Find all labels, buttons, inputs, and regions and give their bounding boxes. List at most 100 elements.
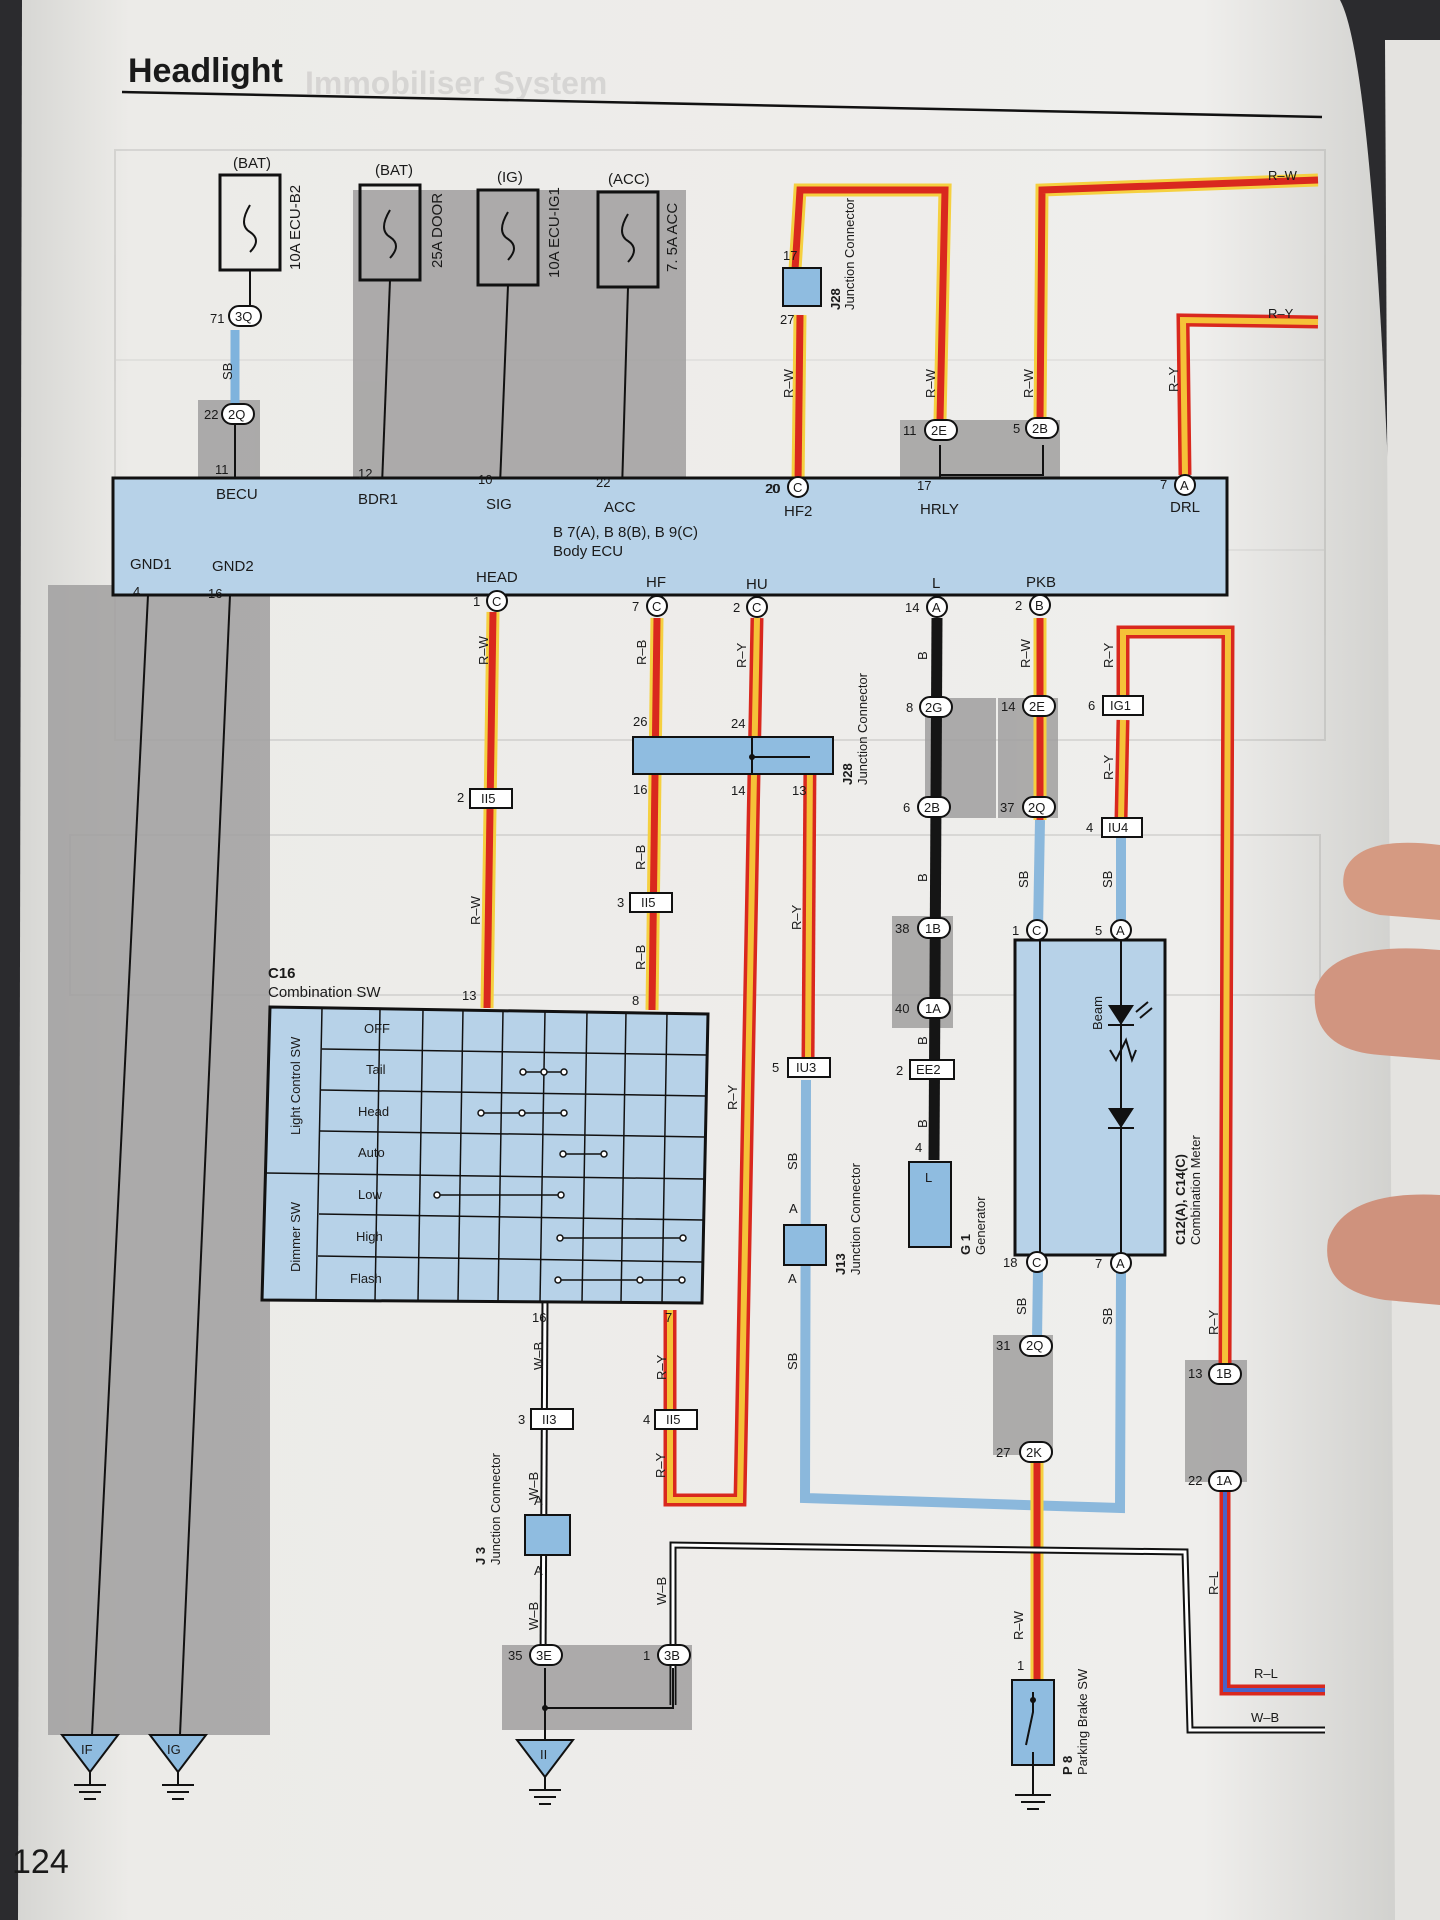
svg-text:C: C [1032,1255,1041,1270]
svg-text:Junction Connector: Junction Connector [842,197,857,310]
wire-tag-rw-top: R–W [1268,168,1298,183]
svg-text:Light Control SW: Light Control SW [288,1036,303,1135]
svg-text:Low: Low [358,1187,382,1202]
svg-text:J28: J28 [840,763,855,785]
svg-text:A: A [534,1493,543,1508]
svg-text:24: 24 [731,716,745,731]
svg-text:1: 1 [1017,1658,1024,1673]
svg-text:C: C [492,594,501,609]
wire-rw-head [483,611,497,1009]
wire-sb-meter-loop [799,1044,1127,1514]
wire-tag-rw: R–W [1018,638,1033,668]
svg-text:A: A [932,600,941,615]
fuse-name-label: 7. 5A ACC [664,203,681,272]
svg-text:C12(A), C14(C): C12(A), C14(C) [1173,1154,1188,1245]
wire-wb-3b [671,1543,1325,1732]
svg-text:IU3: IU3 [796,1060,816,1075]
svg-text:1B: 1B [1216,1366,1232,1381]
svg-text:3Q: 3Q [235,309,252,324]
wire-gnd1 [91,594,149,1736]
svg-text:2: 2 [733,600,740,615]
wire-tag-sb: SB [1100,1308,1115,1325]
svg-text:16: 16 [208,586,222,601]
svg-text:PKB: PKB [1026,574,1056,591]
svg-text:II5: II5 [641,895,655,910]
svg-text:7: 7 [632,599,639,614]
wire-ry-hu [667,617,760,1503]
wire-rw-hf2-loop [791,186,949,421]
svg-text:A: A [1180,478,1189,493]
wire-bdr1 [381,279,391,486]
svg-text:J13: J13 [833,1253,848,1275]
wire-gnd2 [179,594,231,1736]
svg-text:38: 38 [895,921,909,936]
wire-ry-drl [1179,316,1319,476]
svg-text:SIG: SIG [486,496,512,513]
svg-text:7: 7 [1160,477,1167,492]
wire-tag-rl: R–L [1206,1571,1221,1595]
svg-text:Junction Connector: Junction Connector [855,672,870,785]
ground-if: IF [59,1734,121,1800]
svg-text:27: 27 [780,312,794,327]
wire-hrly-join [939,445,1044,476]
svg-text:Dimmer SW: Dimmer SW [288,1201,303,1272]
wire-ry-iu3 [805,759,813,1061]
svg-text:Auto: Auto [358,1145,385,1160]
svg-text:II5: II5 [666,1412,680,1427]
svg-text:IG: IG [167,1742,181,1757]
wire-tag-sb: SB [1014,1298,1029,1315]
svg-text:Parking Brake SW: Parking Brake SW [1075,1668,1090,1775]
connector-hf2: 20 C [766,476,809,498]
body-ecu: B 7(A), B 8(B), B 9(C) Body ECU 11 BECU … [111,462,1229,601]
svg-text:J 3: J 3 [473,1547,488,1565]
wire-tag-wb: W–B [526,1602,541,1630]
svg-text:17: 17 [783,248,797,263]
wire-rl [1223,1485,1325,1692]
svg-text:7: 7 [1095,1256,1102,1271]
svg-text:3E: 3E [536,1648,552,1663]
wire-rw-hf2 [794,314,804,486]
hand-fingers [1314,842,1440,1305]
svg-text:C: C [752,600,761,615]
wire-tag-ry: R–Y [1166,366,1181,392]
svg-text:A: A [1116,1256,1125,1271]
parking-brake-switch: 1 P 8 Parking Brake SW [1011,1658,1090,1810]
wire-tag-rw: R–W [1021,368,1036,398]
wire-acc [621,286,629,491]
svg-text:L: L [932,575,940,592]
wire-sb-low [1032,1269,1043,1341]
svg-text:40: 40 [895,1001,909,1016]
wire-tag-ry: R–Y [1101,642,1116,668]
svg-text:G 1: G 1 [958,1234,973,1255]
ground-ig: IG [147,1734,209,1800]
junction-j28-top: 17 27 J28 Junction Connector [780,197,857,327]
svg-text:ACC: ACC [604,499,636,516]
svg-text:4: 4 [643,1412,650,1427]
svg-text:3B: 3B [664,1648,680,1663]
svg-text:IG1: IG1 [1110,698,1131,713]
svg-text:16: 16 [633,782,647,797]
wire-tag-ry: R–Y [654,1354,669,1380]
svg-text:Head: Head [358,1104,389,1119]
svg-text:DRL: DRL [1170,499,1200,516]
svg-text:14: 14 [905,600,919,615]
svg-text:71: 71 [210,311,224,326]
fuse-source-label: (BAT) [375,162,413,179]
svg-text:2Q: 2Q [1028,800,1045,815]
svg-text:13: 13 [792,783,806,798]
svg-text:A: A [534,1563,543,1578]
svg-text:1A: 1A [925,1001,941,1016]
svg-text:1: 1 [473,594,480,609]
wire-tag-b: B [915,1036,930,1045]
svg-text:22: 22 [1188,1473,1202,1488]
